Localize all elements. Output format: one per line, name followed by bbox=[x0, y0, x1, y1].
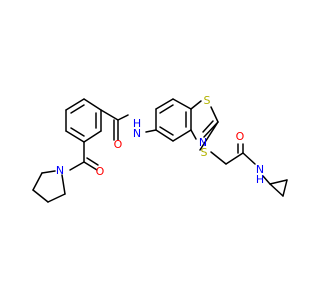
hydrogen-label-amide-left: H bbox=[133, 117, 141, 130]
sulfur-label-ring: S bbox=[204, 94, 211, 107]
sulfur-label-thioether: S bbox=[201, 146, 208, 159]
benzothiazole-benzene bbox=[155, 98, 192, 142]
benzene-ring-left bbox=[65, 98, 102, 143]
nh-linker-left bbox=[145, 129, 157, 133]
cyclopropyl-ring bbox=[262, 175, 288, 197]
oxygen-label-ketone: O bbox=[96, 165, 105, 178]
pyrrolidine-ring bbox=[32, 170, 66, 203]
oxygen-label-amide-right: O bbox=[236, 130, 245, 143]
amide-carbonyl-left bbox=[100, 109, 129, 141]
ketone-linker bbox=[69, 141, 99, 171]
thioether-chain bbox=[199, 121, 256, 165]
oxygen-label-amide-left: O bbox=[114, 138, 123, 151]
molecule-structure-diagram: O O N N H S N S O N H bbox=[32, 94, 288, 203]
nitrogen-label-pyrrolidine: N bbox=[56, 164, 64, 177]
hydrogen-label-amide-right: H bbox=[256, 173, 264, 186]
nitrogen-label-amide-right: N bbox=[256, 163, 264, 176]
nitrogen-label-ring: N bbox=[199, 136, 207, 149]
nitrogen-label-amide-left: N bbox=[133, 127, 141, 140]
